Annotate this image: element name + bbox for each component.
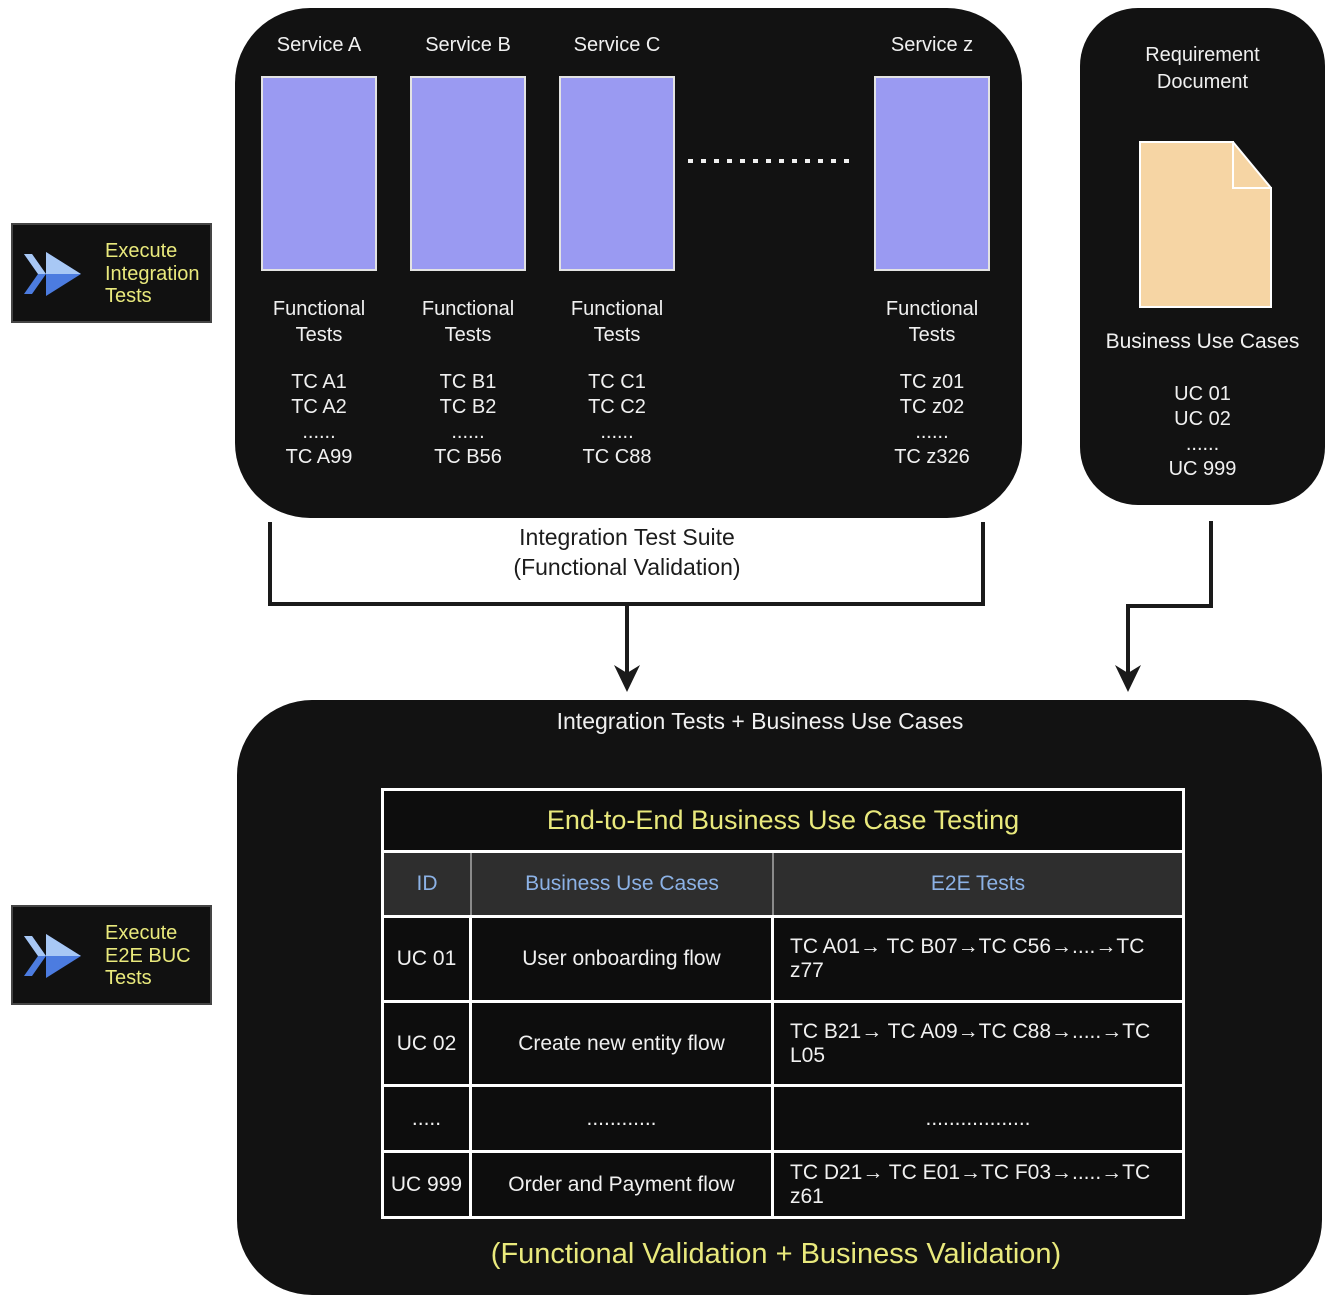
cell-use-case: User onboarding flow [472,918,774,1000]
e2e-test-table: End-to-End Business Use Case Testing ID … [381,788,1185,1219]
service-b-rect [410,76,526,271]
table-title: End-to-End Business Use Case Testing [384,791,1182,853]
cell-e2e-tests: .................. [925,1106,1031,1130]
cell-use-case: Create new entity flow [472,1003,774,1084]
fast-forward-icon [24,933,81,979]
service-a-rect [261,76,377,271]
cell-id: UC 999 [384,1153,472,1216]
header-e2e-tests: E2E Tests [930,872,1026,895]
table-row: UC 01 User onboarding flow TC A01→ TC B0… [384,918,1182,1003]
cell-use-case: Order and Payment flow [472,1153,774,1216]
service-c-functional-tests-label: Functional Tests [570,298,664,346]
requirement-document-title: Requirement Document [1145,44,1260,93]
table-header-row: ID Business Use Cases E2E Tests [384,853,1182,918]
e2e-box-caption: (Functional Validation + Business Valida… [490,1238,1062,1270]
execute-integration-tests-badge: Execute Integration Tests [11,223,212,323]
cell-id: UC 01 [384,918,472,1000]
table-row: UC 02 Create new entity flow TC B21→ TC … [384,1003,1182,1087]
fast-forward-icon [24,251,81,297]
service-c-test-cases: TC C1 TC C2 ...... TC C88 [582,371,652,468]
service-a-test-cases: TC A1 TC A2 ...... TC A99 [285,371,353,468]
cell-use-case: ............ [472,1087,774,1150]
service-b-label: Service B [425,34,511,56]
cell-id: UC 02 [384,1003,472,1084]
service-c-label: Service C [573,34,661,56]
service-z-rect [874,76,990,271]
badge-label: Execute E2E BUC Tests [105,922,191,989]
service-a-label: Service A [276,34,362,56]
document-icon [1139,141,1272,308]
table-row: ..... ............ .................. [384,1087,1182,1153]
cell-id: ..... [384,1087,472,1150]
service-z-label: Service z [890,34,974,56]
cell-e2e-tests: TC D21→ TC E01→TC F03→.....→TC z61 [790,1160,1151,1208]
business-use-cases-label: Business Use Cases [1105,330,1300,353]
table-row: UC 999 Order and Payment flow TC D21→ TC… [384,1153,1182,1216]
use-case-list: UC 01 UC 02 ...... UC 999 [1168,383,1237,480]
service-c-rect [559,76,675,271]
execute-e2e-buc-tests-badge: Execute E2E BUC Tests [11,905,212,1005]
dotted-separator [688,159,856,163]
header-business-use-cases: Business Use Cases [472,853,774,915]
service-z-functional-tests-label: Functional Tests [885,298,979,346]
integration-test-suite-label: Integration Test Suite (Functional Valid… [513,524,741,580]
service-z-test-cases: TC z01 TC z02 ...... TC z326 [894,371,970,468]
header-id: ID [384,853,472,915]
e2e-box-heading: Integration Tests + Business Use Cases [556,708,964,734]
service-b-functional-tests-label: Functional Tests [421,298,515,346]
badge-label: Execute Integration Tests [105,240,200,307]
service-a-functional-tests-label: Functional Tests [272,298,366,346]
service-b-test-cases: TC B1 TC B2 ...... TC B56 [434,371,502,468]
cell-e2e-tests: TC B21→ TC A09→TC C88→.....→TC L05 [790,1019,1151,1067]
cell-e2e-tests: TC A01→ TC B07→TC C56→....→TC z77 [790,935,1145,982]
